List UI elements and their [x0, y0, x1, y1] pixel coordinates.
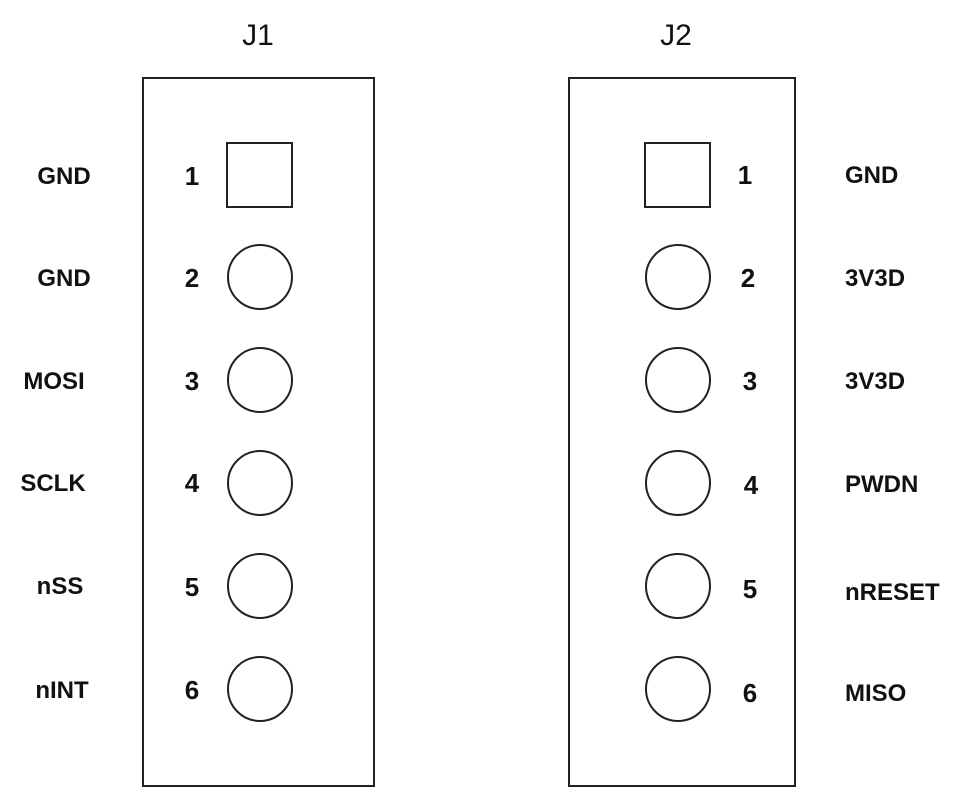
round-pad-icon [227, 656, 293, 722]
pin-number: 3 [185, 366, 199, 396]
pin-signal-label: MOSI [23, 368, 84, 395]
round-pad-icon [227, 553, 293, 619]
round-pad-icon [645, 347, 711, 413]
pin-signal-label: SCLK [20, 470, 86, 497]
pin-number: 1 [738, 160, 752, 190]
pin-number: 5 [185, 572, 199, 602]
pin-1: GND 1 [37, 142, 293, 208]
pin-3: 3 3V3D [645, 347, 905, 413]
pin-signal-label: GND [37, 265, 90, 292]
pin-5: nSS 5 [37, 553, 293, 619]
round-pad-icon [645, 553, 711, 619]
pin-signal-label: GND [37, 163, 90, 190]
pin-signal-label: nSS [37, 573, 84, 600]
pin-6: nINT 6 [35, 656, 293, 722]
square-pad-icon [226, 142, 293, 208]
connector-title: J1 [242, 19, 274, 52]
pin-signal-label: nRESET [845, 579, 940, 606]
pin-number: 6 [743, 678, 757, 708]
pin-3: MOSI 3 [23, 347, 293, 413]
pin-1: 1 GND [644, 142, 898, 208]
pin-number: 2 [741, 263, 755, 293]
connector-j1: J1 GND 1 GND 2 MOSI 3 SCLK 4 nSS 5 nIN [20, 19, 375, 787]
square-pad-icon [644, 142, 711, 208]
pin-number: 5 [743, 574, 757, 604]
pin-signal-label: 3V3D [845, 265, 905, 292]
round-pad-icon [645, 656, 711, 722]
round-pad-icon [645, 450, 711, 516]
pin-6: 6 MISO [645, 656, 906, 722]
pin-number: 4 [744, 470, 759, 500]
pin-5: 5 nRESET [645, 553, 940, 619]
connector-j2: J2 1 GND 2 3V3D 3 3V3D 4 PWDN 5 nRESET [568, 19, 940, 787]
pin-4: SCLK 4 [20, 450, 293, 516]
round-pad-icon [227, 450, 293, 516]
pin-signal-label: 3V3D [845, 368, 905, 395]
pin-signal-label: MISO [845, 680, 906, 707]
round-pad-icon [227, 347, 293, 413]
pin-4: 4 PWDN [645, 450, 918, 516]
pin-number: 3 [743, 366, 757, 396]
connector-body [568, 77, 796, 787]
connector-body [142, 77, 375, 787]
pin-number: 2 [185, 263, 199, 293]
pin-2: GND 2 [37, 244, 293, 310]
pin-signal-label: GND [845, 162, 898, 189]
connector-title: J2 [660, 19, 692, 52]
pin-signal-label: PWDN [845, 471, 918, 498]
pin-number: 6 [185, 675, 199, 705]
pin-number: 1 [185, 161, 199, 191]
pin-number: 4 [185, 468, 200, 498]
round-pad-icon [227, 244, 293, 310]
round-pad-icon [645, 244, 711, 310]
pin-2: 2 3V3D [645, 244, 905, 310]
pin-signal-label: nINT [35, 677, 89, 704]
